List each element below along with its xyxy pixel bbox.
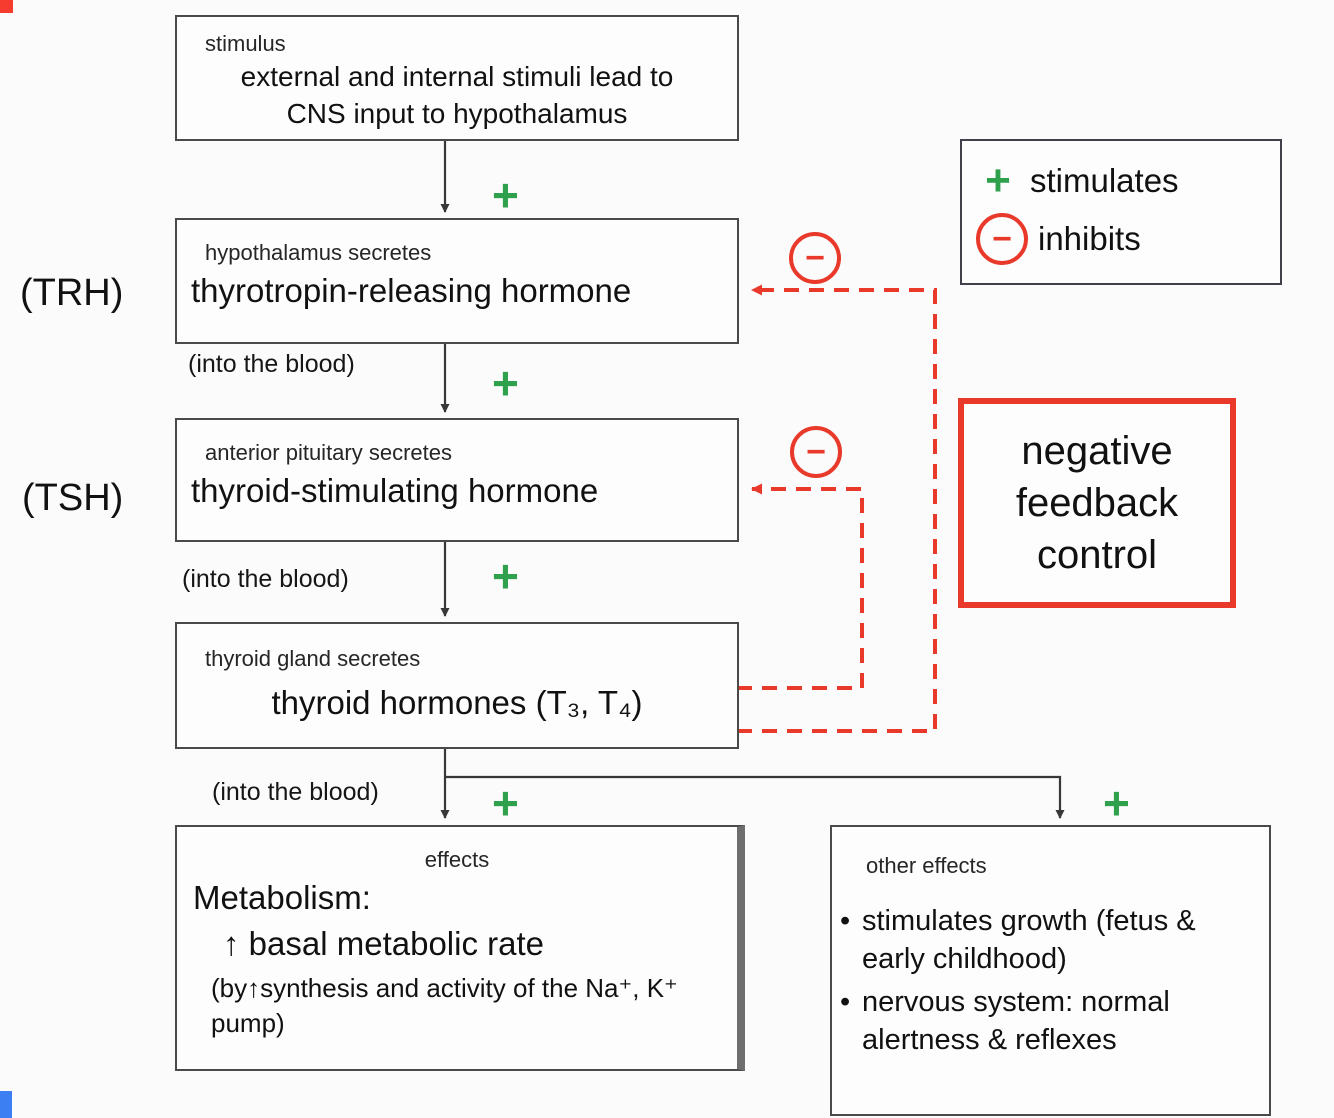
feedback-line-thyroid-to-trh: [737, 284, 937, 733]
stimulates-plus-icon: +: [985, 156, 1011, 205]
stimulus-box: stimulus external and internal stimuli l…: [175, 15, 739, 141]
inhibits-minus-icon: −: [789, 232, 841, 284]
bullet-icon: •: [840, 905, 851, 937]
legend-stimulates-label: stimulates: [1030, 162, 1179, 199]
legend-inhibits-row: − inhibits: [976, 213, 1280, 265]
trh-into-blood-note: (into the blood): [188, 350, 355, 378]
inhibits-minus-icon: −: [790, 426, 842, 478]
trh-body: thyrotropin-releasing hormone: [191, 272, 632, 309]
stimulus-body: external and internal stimuli lead to CN…: [240, 61, 674, 129]
corner-artifact-blue: [0, 1091, 12, 1118]
tsh-box: anterior pituitary secretes thyroid-stim…: [175, 418, 739, 542]
other-effects-heading: other effects: [866, 853, 987, 878]
trh-abbreviation: (TRH): [20, 272, 124, 314]
inhibits-minus-icon: −: [976, 213, 1028, 265]
stimulates-plus-icon: +: [492, 357, 519, 409]
effects-detail: (by↑synthesis and activity of the Na⁺, K…: [211, 973, 678, 1039]
list-item: • stimulates growth (fetus & early child…: [840, 903, 1259, 978]
thyroid-into-blood-note: (into the blood): [212, 778, 379, 806]
trh-heading: hypothalamus secretes: [205, 240, 432, 265]
thyroid-box: thyroid gland secretes thyroid hormones …: [175, 622, 739, 749]
tsh-abbreviation: (TSH): [22, 477, 124, 519]
stimulates-plus-icon: +: [492, 550, 519, 602]
tsh-heading: anterior pituitary secretes: [205, 440, 452, 465]
thyroid-heading: thyroid gland secretes: [205, 646, 421, 671]
other-effects-list: • stimulates growth (fetus & early child…: [840, 903, 1259, 1060]
list-item: • nervous system: normal alertness & ref…: [840, 984, 1259, 1059]
negative-feedback-label: negative feedback control: [1015, 429, 1179, 577]
corner-artifact-red: [0, 0, 13, 13]
stimulus-heading: stimulus: [205, 31, 286, 56]
bullet-icon: •: [840, 986, 851, 1019]
tsh-into-blood-note: (into the blood): [182, 565, 349, 593]
legend-stimulates-row: + stimulates: [976, 159, 1280, 203]
effects-title: Metabolism:: [193, 879, 371, 916]
arrow-thyroid-to-other-effects: [445, 775, 1065, 819]
other-effects-box: other effects • stimulates growth (fetus…: [830, 825, 1271, 1116]
other-effects-item-nervous: nervous system: normal alertness & refle…: [862, 986, 1170, 1057]
effects-heading: effects: [424, 847, 490, 872]
thyroid-body: thyroid hormones (T₃, T₄): [271, 684, 643, 721]
negative-feedback-label-box: negative feedback control: [958, 398, 1236, 608]
legend-inhibits-label: inhibits: [1038, 220, 1141, 257]
stimulates-plus-icon: +: [1103, 777, 1130, 829]
tsh-body: thyroid-stimulating hormone: [191, 472, 599, 509]
feedback-line-thyroid-to-tsh: [737, 483, 864, 690]
legend-box: + stimulates − inhibits: [960, 139, 1282, 285]
effects-main-line: ↑ basal metabolic rate: [223, 925, 544, 962]
trh-box: hypothalamus secretes thyrotropin-releas…: [175, 218, 739, 344]
effects-box: effects Metabolism: ↑ basal metabolic ra…: [175, 825, 745, 1071]
other-effects-item-growth: stimulates growth (fetus & early childho…: [862, 905, 1196, 975]
stimulates-plus-icon: +: [492, 777, 519, 829]
stimulates-plus-icon: +: [492, 169, 519, 221]
